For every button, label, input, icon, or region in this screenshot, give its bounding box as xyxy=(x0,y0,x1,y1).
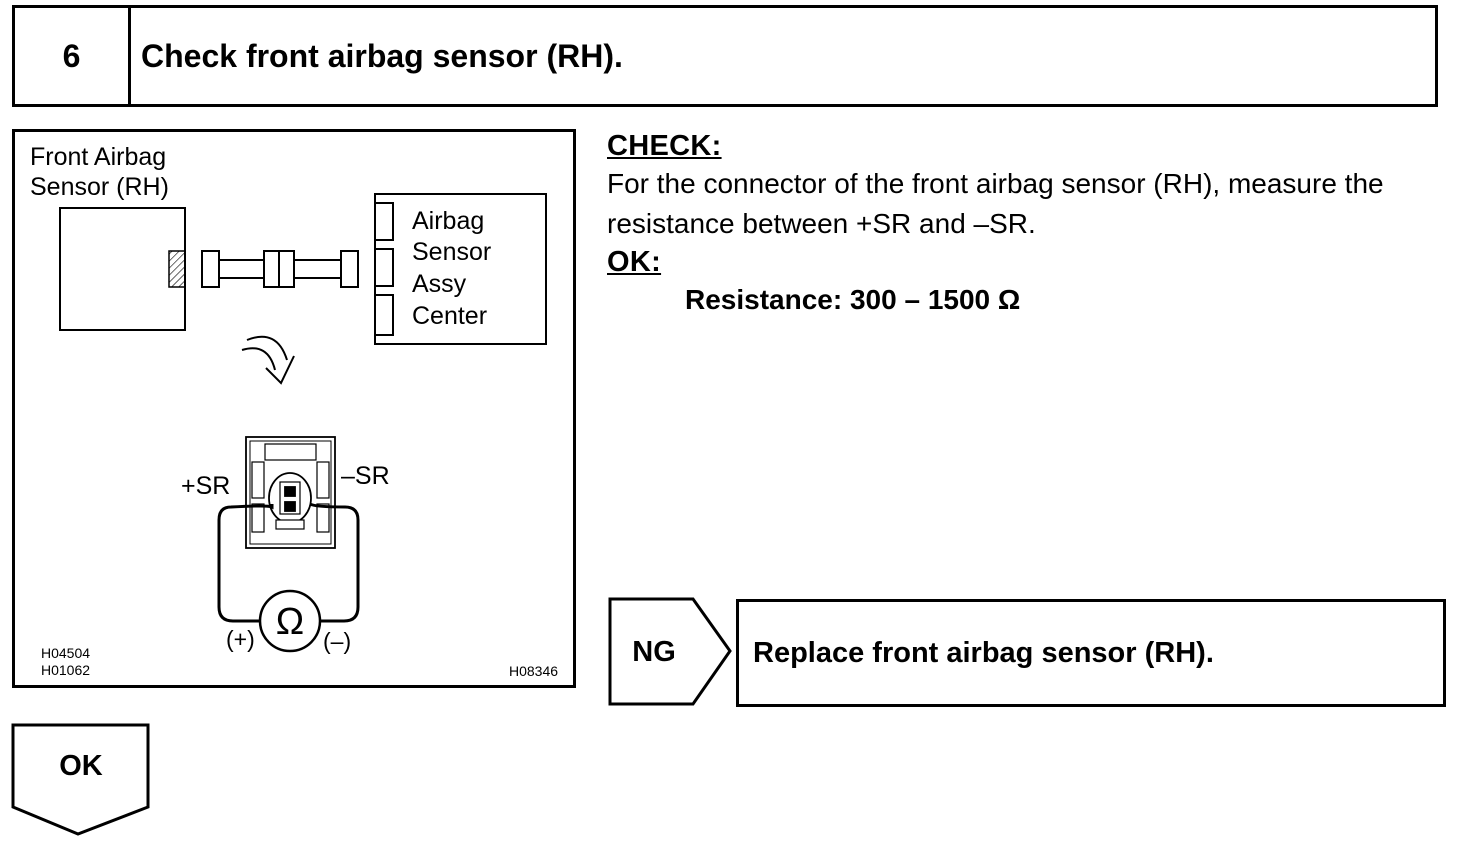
ok-arrow-shape xyxy=(11,723,150,836)
ohmmeter-loop-left xyxy=(217,504,274,623)
check-heading: CHECK: xyxy=(607,130,722,162)
meter-plus-label: (+) xyxy=(226,626,255,652)
ref-code-3: H08346 xyxy=(509,663,558,679)
ok-heading: OK: xyxy=(607,246,662,278)
ng-label: NG xyxy=(632,635,676,668)
check-text: For the connector of the front airbag se… xyxy=(607,168,1384,239)
sensor-connector-hatched xyxy=(168,250,186,288)
plus-sr-label: +SR xyxy=(181,472,230,500)
connector-face xyxy=(245,436,336,549)
center-connectors xyxy=(374,202,394,336)
ng-arrow-shape xyxy=(608,597,732,706)
illustration-panel: Front Airbag Sensor (RH) Airbag Sensor A… xyxy=(12,129,576,688)
ohmmeter-loop-right xyxy=(309,502,360,623)
center-label-line-2: Sensor xyxy=(412,238,491,266)
step-number: 6 xyxy=(15,8,131,104)
center-label-line-4: Center xyxy=(412,302,487,330)
front-airbag-sensor xyxy=(59,207,186,331)
ohmmeter-symbol: Ω xyxy=(276,601,304,643)
center-label-line-1: Airbag xyxy=(412,207,484,235)
ref-code-1: H04504 xyxy=(41,645,90,661)
step-title: Check front airbag sensor (RH). xyxy=(141,37,623,74)
ok-label: OK xyxy=(59,749,103,782)
ng-action-text: Replace front airbag sensor (RH). xyxy=(753,636,1214,669)
wiring-diagram: Front Airbag Sensor (RH) Airbag Sensor A… xyxy=(30,143,558,679)
resistance-spec: Resistance: 300 – 1500 Ω xyxy=(685,284,1021,315)
check-section: CHECK: For the connector of the front ai… xyxy=(607,128,1457,320)
meter-minus-label: (–) xyxy=(323,628,351,654)
minus-sr-label: –SR xyxy=(341,462,390,490)
sensor-label-line-2: Sensor (RH) xyxy=(30,173,169,201)
airbag-sensor-assy-center xyxy=(374,193,547,345)
sensor-label-line-1: Front Airbag xyxy=(30,143,166,171)
wire-harness xyxy=(201,250,359,288)
ng-action-box: Replace front airbag sensor (RH). xyxy=(736,599,1446,707)
curved-arrow-icon xyxy=(241,335,295,385)
step-header: 6 Check front airbag sensor (RH). xyxy=(12,5,1438,107)
ohmmeter-icon xyxy=(258,589,322,653)
ref-code-2: H01062 xyxy=(41,662,90,678)
center-label-line-3: Assy xyxy=(412,270,467,298)
